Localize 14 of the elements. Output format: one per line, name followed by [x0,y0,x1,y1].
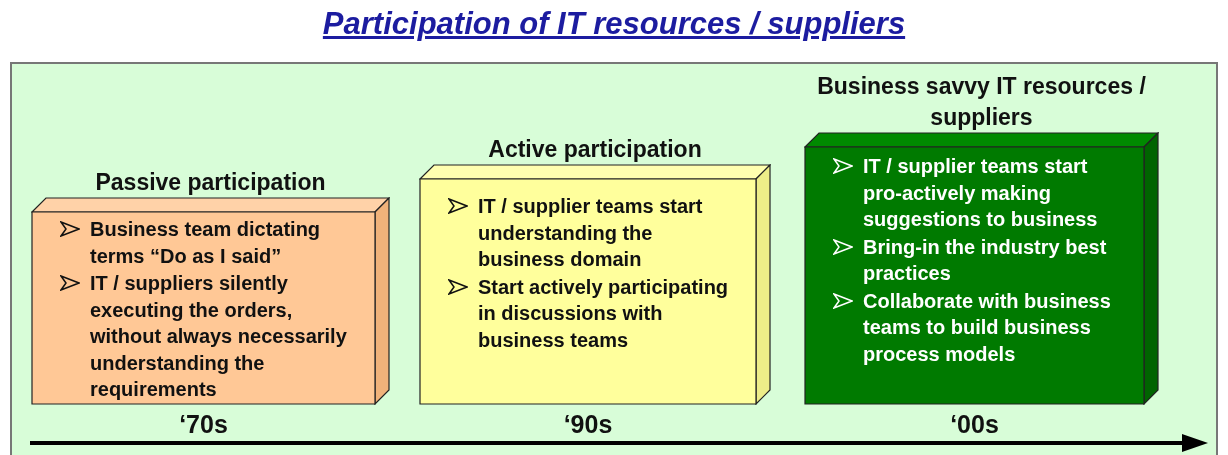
bullet-text: IT / suppliers silently executing the orders, without always necessarily understanding the requirements [90,272,347,400]
bullet-text: Start actively participating in discussions with business teams [478,275,729,351]
stage-heading: Business savvy IT resources / suppliers [816,72,1147,132]
bullet-text: IT / supplier teams start understanding the business domain [478,195,703,270]
decade-label: ‘90s [563,410,613,439]
bullet-text: Bring-in the industry best practices [863,235,1107,284]
decade-label: ‘00s [950,410,999,439]
decade-label: ‘70s [179,410,228,439]
bullet-text: IT / supplier teams start pro-actively making suggestions to business [863,155,1098,230]
title: Participation of IT resources / suppliers [322,6,906,41]
bullet-text: Collaborate with business teams to build business process models [863,289,1111,365]
bullet-text: Business team dictating terms “Do as I said” [90,218,321,267]
stage-heading: Active participation [488,135,702,164]
stage-heading: Passive participation [95,168,326,197]
